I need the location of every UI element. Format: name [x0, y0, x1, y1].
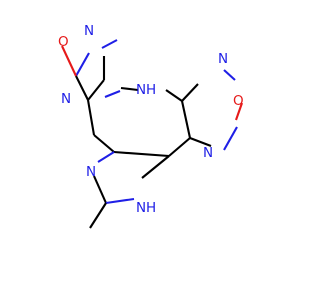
bond-c-nh — [120, 86, 139, 92]
atom-nh-bottom: N — [136, 200, 146, 216]
bond-c-c — [87, 79, 105, 101]
atom-n-top-left: N — [84, 23, 94, 39]
bond-nh-c-imid — [141, 155, 170, 179]
bond-double-1 — [104, 90, 121, 98]
molecule-canvas: O N N N H N O N N N H — [58, 23, 244, 229]
bond-imid-c — [93, 175, 107, 204]
bond-c-c-bottom — [93, 134, 115, 153]
bond-methyl — [89, 202, 107, 229]
bond-n-right — [223, 69, 236, 81]
bond-n-imid — [97, 151, 115, 163]
atom-n-left-lower: N — [86, 164, 96, 180]
bond-c-c-left — [86, 99, 96, 136]
bond-o-right — [235, 102, 243, 121]
bond-o-to-c-top-left — [61, 45, 77, 77]
bond-n-right-lower — [223, 126, 238, 151]
atom-o-top: O — [58, 34, 69, 50]
bond-c-c-lower — [168, 137, 191, 157]
atom-n-left-mid: N — [61, 91, 71, 107]
molecule-structure: O N N N H N O N N N H — [58, 23, 244, 229]
bond-c-nh-imid — [105, 197, 135, 205]
atom-nh-top: N — [136, 82, 146, 98]
atom-n-right: N — [218, 51, 228, 67]
atom-h-bottom: H — [146, 200, 156, 216]
bond-n-to-c-top-left — [75, 52, 90, 77]
bond-ring-edge — [75, 75, 89, 101]
bond-c-right — [189, 137, 212, 147]
bond-nh-c — [165, 89, 183, 102]
bond-n-o — [101, 39, 118, 49]
atom-n-right-lower: N — [203, 145, 213, 161]
bond-c-c-mid — [113, 150, 170, 158]
bond-c-n-right — [181, 83, 199, 102]
atom-o-right: O — [233, 93, 244, 109]
atom-h-top: H — [146, 82, 156, 98]
bond-ring-right — [180, 100, 192, 139]
